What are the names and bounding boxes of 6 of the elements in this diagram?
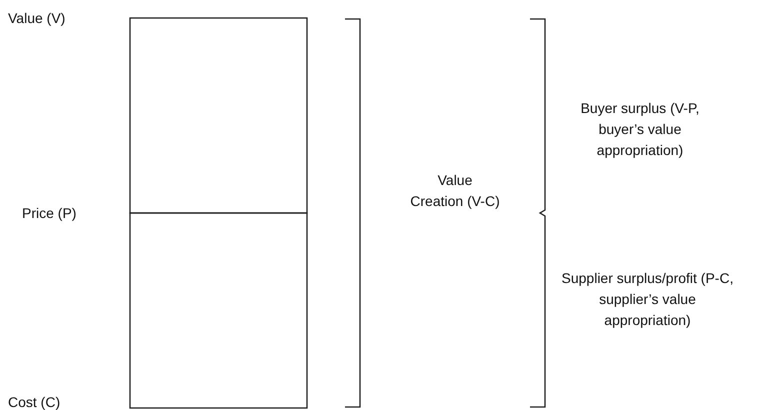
annotation-text: Supplier surplus/profit (P-C, supplier’s value appropriation) <box>560 269 734 330</box>
axis-label: Value (V) <box>8 9 66 28</box>
annotation-text: Value Creation (V-C) <box>410 171 500 211</box>
axis-label: Price (P) <box>22 204 78 223</box>
axis-label: Cost (C) <box>8 393 62 410</box>
annotation-text: Buyer surplus (V-P, buyer’s value appropriation) <box>580 99 700 160</box>
